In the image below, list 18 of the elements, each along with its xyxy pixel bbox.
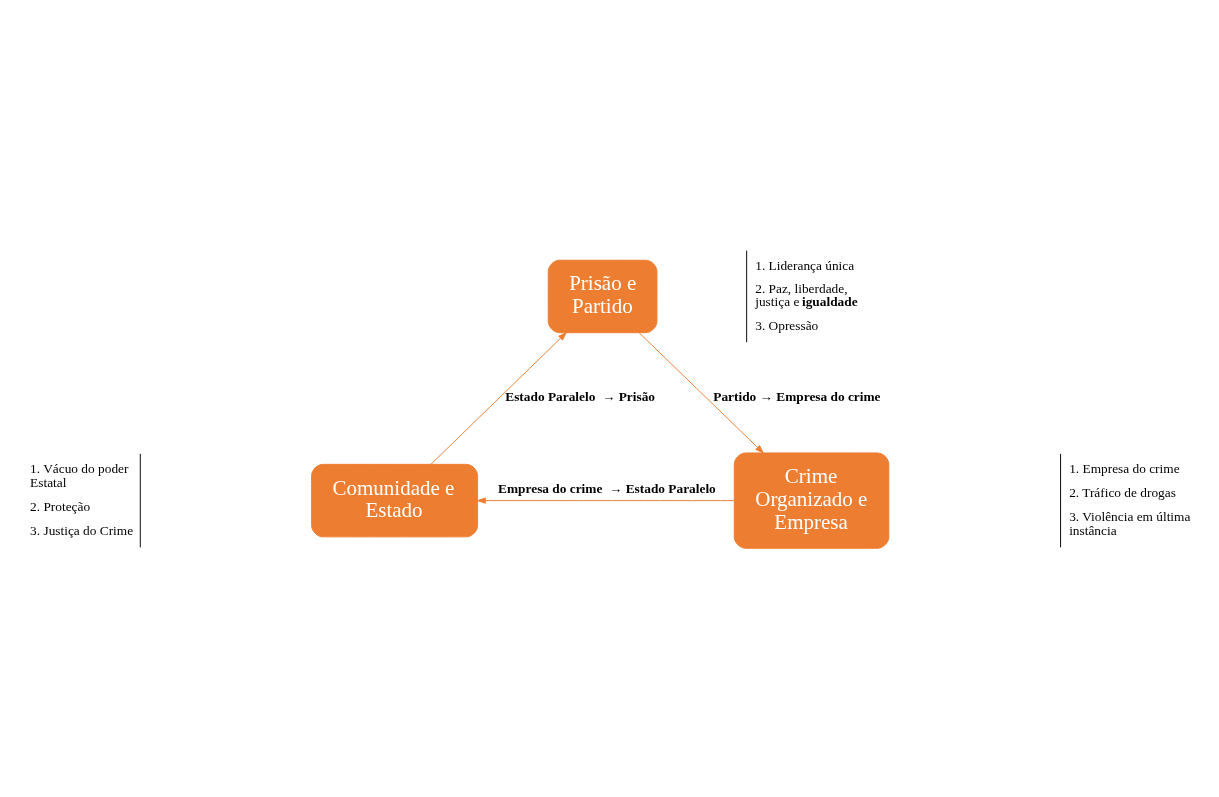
node-label: 1. Empresa do crime: [1069, 460, 1180, 476]
node-label: 3. Justiça do Crime: [30, 522, 134, 538]
node-label: 1. Vácuo do poder Estatal: [30, 460, 129, 490]
node-label: 1. Liderança única: [755, 257, 855, 273]
node-label: 2. Proteção: [30, 498, 91, 514]
node-box: Crime Organizado e Empresa: [733, 451, 890, 549]
node-label: 3. Opressão: [755, 317, 819, 333]
arrow: [477, 496, 735, 504]
edge-label: Empresa do crime → Estado Paralelo: [498, 480, 716, 496]
arrow: [638, 331, 764, 453]
edge-label: Partido → Empresa do crime: [713, 388, 881, 404]
arrow: [430, 331, 567, 465]
node-label: 2. Paz, liberdade, justiça e igualdade: [755, 280, 858, 309]
node-label: 3. Violência em última instância: [1069, 508, 1191, 538]
node-label: 2. Tráfico de drogas: [1069, 484, 1176, 500]
node-box: Prisão e Partido: [547, 259, 658, 333]
node-box: Comunidade e Estado: [311, 463, 479, 537]
edge-label: Estado Paralelo → Prisão: [505, 388, 655, 404]
